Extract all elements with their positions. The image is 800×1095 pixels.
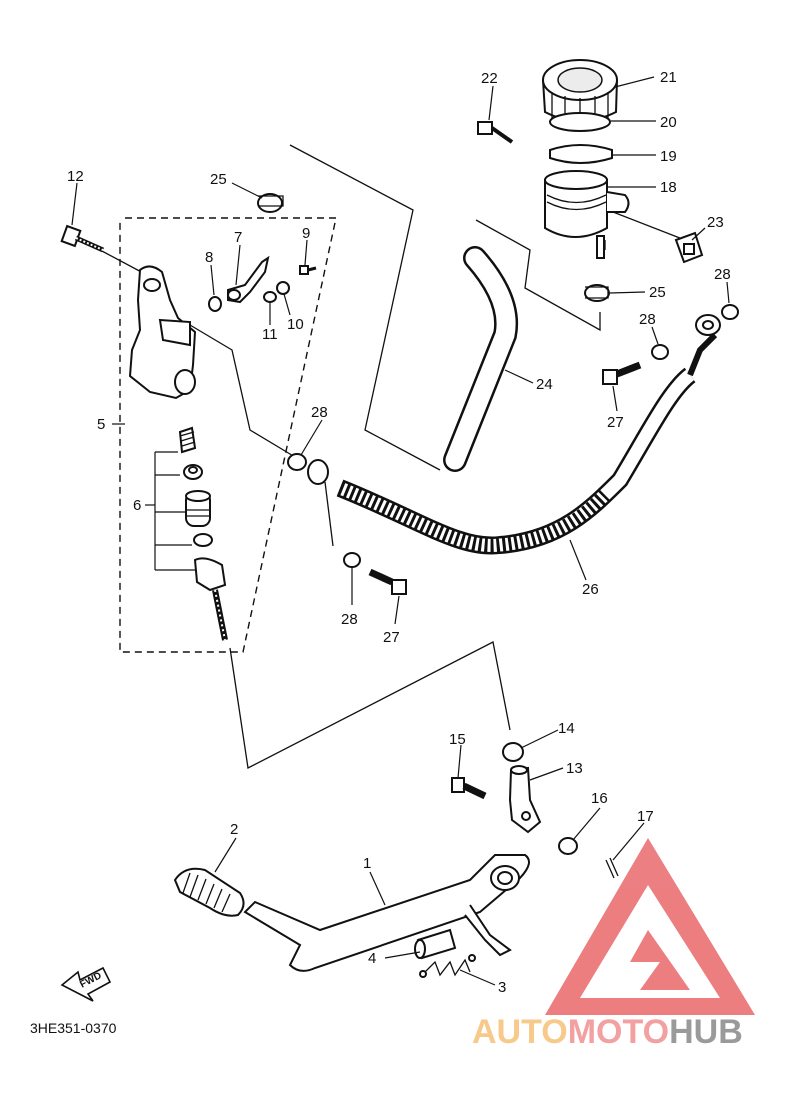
union-bolt-27-lower-icon bbox=[368, 568, 407, 595]
reservoir-18-icon bbox=[544, 170, 630, 259]
piston-kit-icon bbox=[178, 426, 228, 641]
reservoir-cap-21-icon bbox=[541, 59, 619, 126]
clip-25-lower-icon bbox=[584, 284, 610, 302]
callout-5: 5 bbox=[97, 416, 105, 433]
washer-28-a-icon bbox=[287, 453, 307, 471]
watermark-moto: MOTO bbox=[568, 1013, 669, 1051]
callout-12: 12 bbox=[67, 168, 84, 185]
spring-3-icon bbox=[419, 954, 476, 978]
callout-20: 20 bbox=[660, 114, 677, 131]
callout-2: 2 bbox=[230, 821, 238, 838]
bolt-12-icon bbox=[60, 224, 105, 253]
nut-11-icon bbox=[263, 291, 277, 303]
callout-9: 9 bbox=[302, 225, 310, 242]
fitting-7-icon bbox=[227, 255, 270, 304]
callout-26: 26 bbox=[582, 581, 599, 598]
callout-11: 11 bbox=[262, 326, 278, 343]
callout-8: 8 bbox=[205, 249, 213, 266]
union-bolt-27-upper-icon bbox=[602, 361, 642, 385]
watermark-hub: HUB bbox=[669, 1013, 743, 1051]
pin-15-icon bbox=[451, 777, 487, 800]
piston-kit-bracket bbox=[145, 451, 196, 571]
cotter-pin-17-icon bbox=[605, 857, 619, 879]
callout-25-lower: 25 bbox=[649, 284, 666, 301]
callout-4: 4 bbox=[368, 950, 376, 967]
nut-14-icon bbox=[502, 742, 524, 762]
callout-16: 16 bbox=[591, 790, 608, 807]
callout-14: 14 bbox=[558, 720, 575, 737]
callout-28-c: 28 bbox=[639, 311, 656, 328]
callout-18: 18 bbox=[660, 179, 677, 196]
callout-numbers: 12 25 7 8 9 10 11 5 6 22 21 20 19 18 23 … bbox=[67, 69, 731, 996]
brake-pedal-1-icon bbox=[243, 854, 530, 972]
watermark-logo-icon bbox=[545, 838, 755, 1015]
callout-10: 10 bbox=[287, 316, 304, 333]
callout-1: 1 bbox=[363, 855, 371, 872]
svg-text:AUTOMOTOHUB: AUTOMOTOHUB bbox=[472, 1013, 743, 1051]
bushing-4-icon bbox=[414, 928, 457, 960]
clip-25-upper-icon bbox=[257, 193, 284, 213]
brake-hose-26-icon bbox=[307, 314, 721, 555]
callout-24: 24 bbox=[536, 376, 553, 393]
washer-10-icon bbox=[276, 281, 290, 295]
bracket-23-icon bbox=[674, 231, 704, 264]
master-cylinder-assembly-boundary bbox=[119, 217, 337, 653]
washer-28-b-icon bbox=[343, 552, 361, 568]
callout-23: 23 bbox=[707, 214, 724, 231]
callout-21: 21 bbox=[660, 69, 677, 86]
watermark-auto: AUTO bbox=[472, 1013, 568, 1051]
diagram-code: 3HE351-0370 bbox=[30, 1020, 117, 1036]
master-cylinder-body-icon bbox=[128, 265, 197, 400]
bolt-22-icon bbox=[477, 121, 514, 144]
callout-19: 19 bbox=[660, 148, 677, 165]
pedal-rubber-2-icon bbox=[173, 867, 245, 917]
forward-arrow-icon: FWD bbox=[60, 966, 112, 1002]
callout-22: 22 bbox=[481, 70, 498, 87]
plate-20-icon bbox=[549, 112, 611, 132]
callout-27-lower: 27 bbox=[383, 629, 400, 646]
screw-9-icon bbox=[299, 265, 317, 275]
callout-6: 6 bbox=[133, 497, 141, 514]
washer-16-icon bbox=[558, 837, 578, 855]
callout-28-a: 28 bbox=[311, 404, 328, 421]
callout-28-d: 28 bbox=[714, 266, 731, 283]
callout-13: 13 bbox=[566, 760, 583, 777]
washer-28-d-icon bbox=[721, 304, 739, 320]
callout-25-upper: 25 bbox=[210, 171, 227, 188]
callout-17: 17 bbox=[637, 808, 654, 825]
watermark-text: AUTOMOTOHUB bbox=[472, 1013, 743, 1051]
callout-3: 3 bbox=[498, 979, 506, 996]
callout-15: 15 bbox=[449, 731, 466, 748]
callout-28-b: 28 bbox=[341, 611, 358, 628]
o-ring-8-icon bbox=[208, 296, 222, 312]
callout-7: 7 bbox=[234, 229, 242, 246]
callout-leaders bbox=[71, 76, 730, 986]
callout-27-upper: 27 bbox=[607, 414, 624, 431]
diaphragm-19-icon bbox=[549, 144, 613, 164]
washer-28-c-icon bbox=[651, 344, 669, 360]
clevis-13-icon bbox=[508, 765, 542, 834]
